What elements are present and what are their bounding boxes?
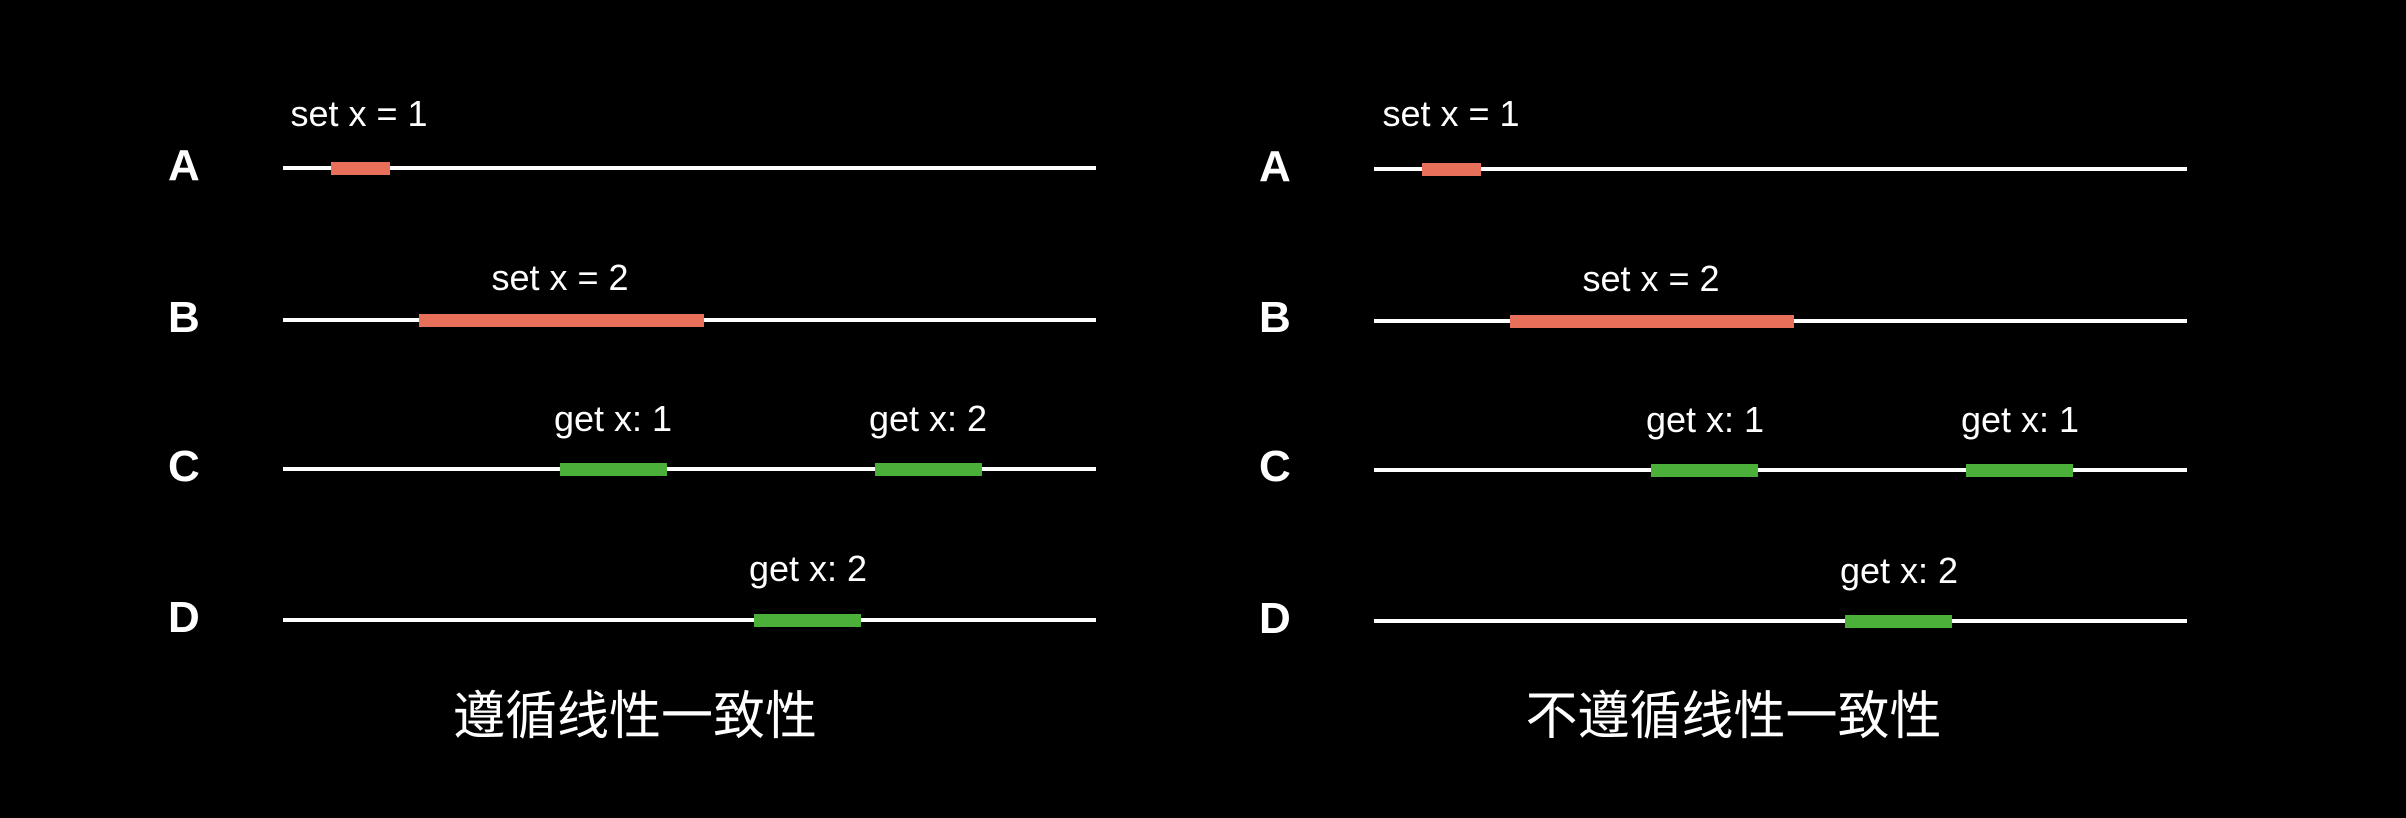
panel-caption: 不遵循线性一致性 [1525, 687, 1942, 747]
row-d: D get x: 2 [0, 548, 1100, 682]
op-label: get x: 2 [748, 548, 868, 589]
process-label: A [1259, 142, 1291, 191]
process-label: D [1259, 594, 1291, 643]
row-b: B set x = 2 [0, 257, 1100, 382]
read-op-bar [1651, 464, 1758, 477]
read-op-bar [754, 614, 861, 627]
timeline [1374, 468, 2187, 472]
row-b: B set x = 2 [1091, 258, 2191, 382]
timeline [283, 467, 1096, 471]
linearizable-panel: A set x = 1 B set x = 2 C get x: 1 get x… [0, 0, 1100, 818]
write-op-bar [331, 162, 390, 175]
op-label: set x = 1 [290, 93, 428, 134]
read-op-bar [560, 463, 667, 476]
op-label: set x = 2 [491, 257, 629, 298]
timeline [283, 166, 1096, 170]
op-label: set x = 1 [1382, 93, 1520, 134]
op-label: get x: 2 [1839, 550, 1959, 591]
panel-caption: 遵循线性一致性 [452, 687, 817, 747]
row-c: C get x: 1 get x: 1 [1091, 399, 2191, 531]
row-c: C get x: 1 get x: 2 [0, 398, 1100, 531]
write-op-bar [1422, 163, 1481, 176]
timeline [1374, 619, 2187, 623]
op-label: get x: 1 [1960, 399, 2080, 440]
process-label: C [168, 442, 200, 491]
read-op-bar [875, 463, 982, 476]
op-label: get x: 2 [868, 398, 988, 439]
read-op-bar [1845, 615, 1952, 628]
process-label: D [168, 593, 200, 642]
row-a: A set x = 1 [0, 93, 1100, 230]
write-op-bar [419, 314, 704, 327]
process-label: A [168, 141, 200, 190]
process-label: C [1259, 442, 1291, 491]
timeline [283, 618, 1096, 622]
row-d: D get x: 2 [1091, 550, 2191, 682]
process-label: B [168, 293, 200, 342]
non-linearizable-panel: A set x = 1 B set x = 2 C get x: 1 get x… [1091, 0, 2191, 818]
op-label: set x = 2 [1582, 258, 1720, 299]
timeline [1374, 167, 2187, 171]
row-a: A set x = 1 [1091, 93, 2191, 230]
read-op-bar [1966, 464, 2073, 477]
write-op-bar [1510, 315, 1794, 328]
op-label: get x: 1 [553, 398, 673, 439]
op-label: get x: 1 [1645, 399, 1765, 440]
process-label: B [1259, 293, 1291, 342]
